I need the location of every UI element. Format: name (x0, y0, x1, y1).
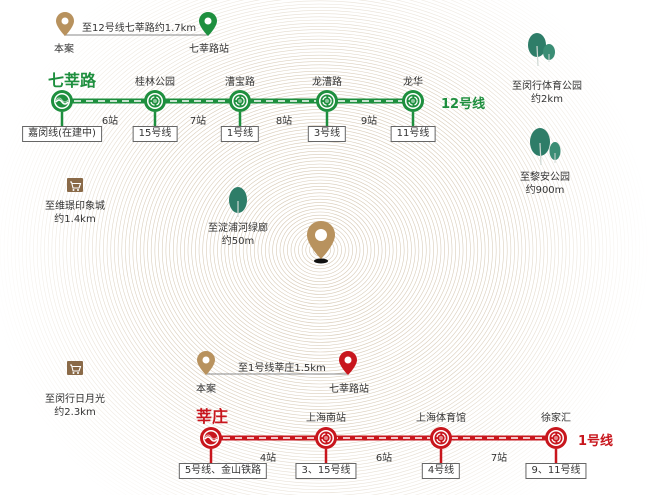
station-icon[interactable] (401, 89, 425, 113)
station-icon[interactable] (429, 426, 453, 450)
location-pin-green-icon (199, 12, 217, 36)
location-pin-red-icon (339, 351, 357, 375)
line1-name: 1号线 (578, 434, 614, 449)
segment-stop-count: 4站 (259, 453, 277, 464)
station-icon[interactable] (143, 89, 167, 113)
terminal-station-icon[interactable] (50, 89, 74, 113)
poi-dianpu-river[interactable]: 至淀浦河绿廊 约50m (208, 223, 268, 247)
line12-name: 12号线 (441, 97, 486, 112)
shopping-cart-icon (67, 361, 83, 375)
tree-icon (227, 187, 249, 217)
transfer-box: 11号线 (390, 126, 436, 142)
poi-minhang-sun-moon[interactable]: 至闵行日月光 约2.3km (45, 394, 105, 418)
bottom-to-label: 七莘路站 (329, 384, 369, 395)
top-to-label: 七莘路站 (189, 44, 229, 55)
transfer-box: 1号线 (220, 126, 260, 142)
bottom-distance-text: 至1号线莘庄1.5km (238, 363, 326, 374)
transfer-box: 9、11号线 (525, 463, 587, 479)
segment-stop-count: 8站 (275, 116, 293, 127)
station-name: 桂林公园 (135, 77, 175, 88)
top-from-label: 本案 (54, 44, 74, 55)
segment-stop-count: 9站 (360, 116, 378, 127)
station-icon[interactable] (315, 89, 339, 113)
poi-minhang-sports-park[interactable]: 至闵行体育公园 约2km (512, 81, 582, 105)
bottom-from-label: 本案 (196, 384, 216, 395)
station-name: 上海体育馆 (416, 413, 466, 424)
transfer-box: 嘉闵线(在建中) (22, 126, 102, 142)
segment-stop-count: 6站 (101, 116, 119, 127)
transfer-box: 5号线、金山铁路 (178, 463, 268, 479)
poi-vipshop-city[interactable]: 至维璟印象城 约1.4km (45, 201, 105, 225)
station-icon[interactable] (544, 426, 568, 450)
line1-terminal-label: 莘庄 (196, 407, 229, 426)
station-icon[interactable] (228, 89, 252, 113)
station-name: 徐家汇 (541, 413, 571, 424)
poi-li-an-park[interactable]: 至黎安公园 约900m (520, 172, 570, 196)
segment-stop-count: 7站 (189, 116, 207, 127)
segment-stop-count: 6站 (375, 453, 393, 464)
line12-terminal-label: 七莘路 (48, 71, 97, 90)
transfer-box: 15号线 (132, 126, 178, 142)
location-pin-gold-icon (56, 12, 74, 36)
transfer-box: 4号线 (421, 463, 461, 479)
transfer-box: 3号线 (307, 126, 347, 142)
station-name: 龙漕路 (312, 77, 342, 88)
location-pin-gold-icon (197, 351, 215, 375)
transfer-box: 3、15号线 (295, 463, 357, 479)
tree-icon (524, 32, 558, 67)
project-location-pin-icon[interactable] (304, 219, 338, 265)
station-name: 龙华 (403, 77, 423, 88)
segment-stop-count: 7站 (490, 453, 508, 464)
tree-icon (527, 127, 563, 166)
station-name: 上海南站 (306, 413, 346, 424)
station-icon[interactable] (314, 426, 338, 450)
station-name: 漕宝路 (225, 77, 255, 88)
shopping-cart-icon (67, 178, 83, 192)
top-distance-text: 至12号线七莘路约1.7km (82, 23, 197, 34)
terminal-station-icon[interactable] (199, 426, 223, 450)
